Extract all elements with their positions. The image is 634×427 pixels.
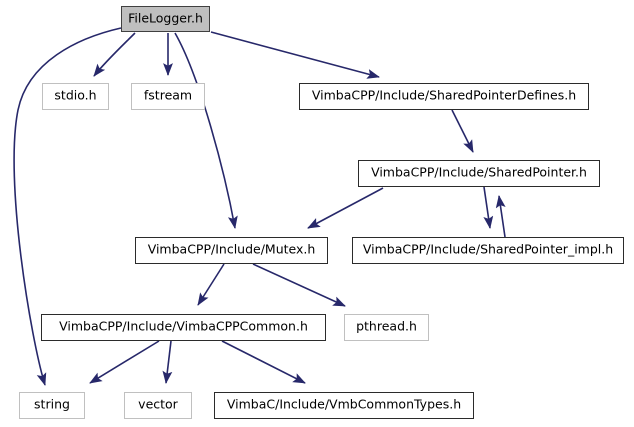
node-vmbcommontypes[interactable]: VimbaC/Include/VmbCommonTypes.h xyxy=(214,392,474,419)
edge-sharedpointerimpl-to-sharedpointer xyxy=(495,195,506,238)
node-fstream[interactable]: fstream xyxy=(131,83,205,110)
node-vector[interactable]: vector xyxy=(124,392,192,419)
node-label-sharedpointerimpl: VimbaCPP/Include/SharedPointer_impl.h xyxy=(362,241,614,257)
node-mutex[interactable]: VimbaCPP/Include/Mutex.h xyxy=(135,237,328,264)
edge-sharedpointer-to-sharedpointerimpl xyxy=(483,186,494,229)
node-sharedpointerdefines[interactable]: VimbaCPP/Include/SharedPointerDefines.h xyxy=(299,83,589,110)
node-label-mutex: VimbaCPP/Include/Mutex.h xyxy=(147,241,316,257)
edge-vimbacppcommon-to-vmbcommontypes xyxy=(221,340,306,384)
node-sharedpointerimpl[interactable]: VimbaCPP/Include/SharedPointer_impl.h xyxy=(352,237,624,264)
node-string[interactable]: string xyxy=(19,392,85,419)
node-label-pthread: pthread.h xyxy=(356,318,417,334)
edge-filelogger-to-mutex xyxy=(174,32,238,229)
node-label-sharedpointer: VimbaCPP/Include/SharedPointer.h xyxy=(371,164,587,180)
node-label-vmbcommontypes: VimbaC/Include/VmbCommonTypes.h xyxy=(226,396,462,412)
edge-sharedpointer-to-mutex xyxy=(307,187,384,229)
edge-mutex-to-pthread xyxy=(252,263,346,307)
node-label-vimbacppcommon: VimbaCPP/Include/VimbaCPPCommon.h xyxy=(59,318,308,334)
edge-filelogger-to-stdio xyxy=(93,32,136,77)
edge-vimbacppcommon-to-vector xyxy=(162,340,173,384)
edge-mutex-to-vimbacppcommon xyxy=(197,263,225,306)
node-label-filelogger: FileLogger.h xyxy=(128,10,203,26)
edge-filelogger-to-sharedpointerdefines xyxy=(210,31,380,79)
node-stdio[interactable]: stdio.h xyxy=(42,83,109,110)
node-vimbacppcommon[interactable]: VimbaCPP/Include/VimbaCPPCommon.h xyxy=(41,314,326,341)
node-label-string: string xyxy=(34,396,70,412)
node-label-stdio: stdio.h xyxy=(54,87,97,103)
node-filelogger[interactable]: FileLogger.h xyxy=(121,6,210,32)
edge-vimbacppcommon-to-string xyxy=(89,340,160,384)
edge-sharedpointerdefines-to-sharedpointer xyxy=(451,109,474,153)
node-label-vector: vector xyxy=(138,396,178,412)
node-label-fstream: fstream xyxy=(143,87,193,103)
node-label-sharedpointerdefines: VimbaCPP/Include/SharedPointerDefines.h xyxy=(311,87,577,103)
edge-filelogger-to-string xyxy=(13,27,122,386)
node-sharedpointer[interactable]: VimbaCPP/Include/SharedPointer.h xyxy=(358,160,600,187)
node-pthread[interactable]: pthread.h xyxy=(344,314,429,341)
